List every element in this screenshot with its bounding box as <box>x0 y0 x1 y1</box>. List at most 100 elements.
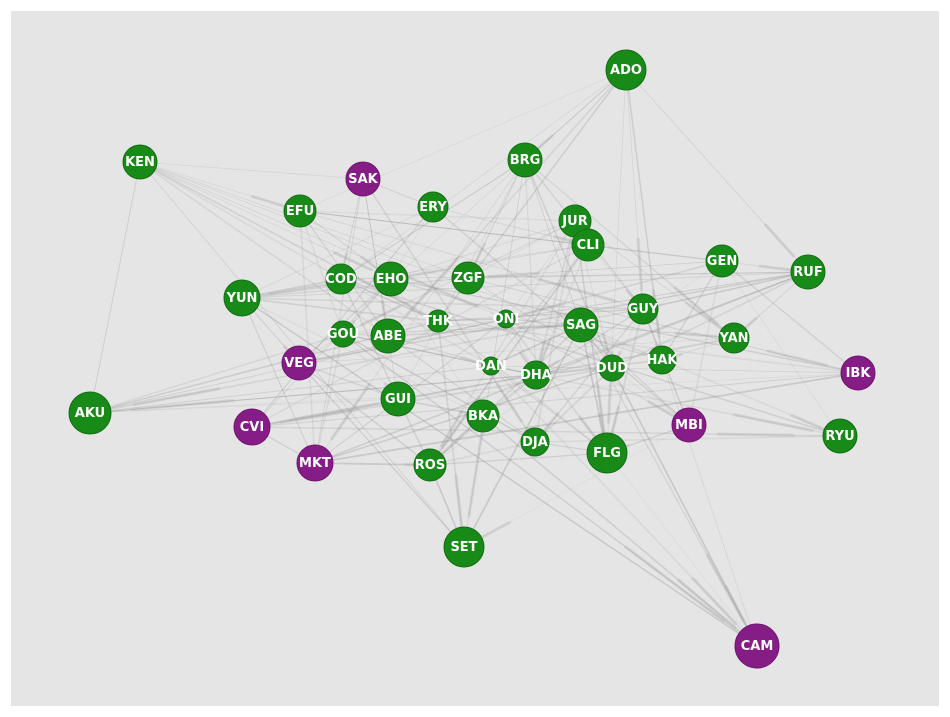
edge-CLI-RUF <box>587 244 809 273</box>
edge-trail-JUR-ROS <box>440 410 464 447</box>
edge-MBI-SET <box>463 424 690 548</box>
edge-BRG-ZGF <box>467 159 526 279</box>
edge-CLI-EHO <box>390 244 589 280</box>
node-label-abe: ABE <box>374 329 403 344</box>
node-circle-oni <box>496 309 516 329</box>
edge-ERY-MBI <box>432 206 690 426</box>
edge-SAK-ABE <box>362 178 389 337</box>
edge-trail-THK-SET <box>454 474 464 531</box>
edge-GOU-DAN <box>342 333 492 367</box>
node-circle-veg <box>281 345 317 381</box>
node-mkt: MKT <box>296 444 334 482</box>
node-label-brg: BRG <box>510 153 541 168</box>
edge-MKT-ROS <box>314 462 431 466</box>
node-label-ado: ADO <box>610 63 642 78</box>
edge-IBK-CVI <box>251 372 859 428</box>
node-sag: SAG <box>563 307 599 343</box>
edge-RUF-DHA <box>535 271 809 376</box>
edge-KEN-EHO <box>139 161 392 280</box>
node-circle-gui <box>380 381 416 417</box>
edge-trail-BKA-CAM <box>677 578 737 630</box>
edge-EFU-GUY <box>299 210 644 310</box>
node-label-cvi: CVI <box>240 420 264 435</box>
edge-trail-ABE-DAN <box>459 355 485 366</box>
edge-BRG-YAN <box>524 159 735 339</box>
node-ery: ERY <box>417 191 449 223</box>
node-label-thk: THK <box>423 314 454 329</box>
node-label-yan: YAN <box>718 331 748 346</box>
node-circle-gou <box>329 320 357 348</box>
edge-YUN-EHO <box>241 278 392 299</box>
edge-IBK-MKT <box>314 372 859 464</box>
node-circle-thk <box>426 309 450 333</box>
node-label-gui: GUI <box>385 392 411 407</box>
edge-GOU-MKT <box>314 333 344 464</box>
node-gou: GOU <box>327 320 359 348</box>
node-circle-hak <box>647 345 677 375</box>
edge-EHO-BKA <box>390 278 484 417</box>
node-flg: FLG <box>586 432 628 474</box>
edge-KEN-EFU <box>139 161 301 212</box>
node-circle-dja <box>520 427 550 457</box>
node-circle-sak <box>345 161 381 197</box>
edge-GEN-HAK <box>661 260 723 361</box>
edge-ABE-DJA <box>387 335 536 443</box>
edge-trail-CVI-RYU <box>716 432 795 437</box>
edge-trail-DAN-CAM <box>691 576 738 626</box>
edge-ERY-CVI <box>251 206 434 428</box>
node-aku: AKU <box>68 391 112 435</box>
edge-ONI-FLG <box>505 318 608 454</box>
edge-EFU-GOU <box>299 210 344 335</box>
edge-trail-ADO-ABE <box>405 256 459 317</box>
edge-COD-THK <box>340 278 439 322</box>
node-dan: DAN <box>475 356 507 376</box>
node-circle-cam <box>734 623 780 669</box>
edge-RUF-GUY <box>642 271 809 310</box>
node-label-sak: SAK <box>348 172 378 187</box>
node-bka: BKA <box>466 399 500 433</box>
edge-ADO-GUY <box>625 69 644 310</box>
edge-ADO-BRG <box>524 69 627 161</box>
node-circle-ibk <box>840 355 876 391</box>
node-label-eho: EHO <box>376 272 407 287</box>
edge-HAK-RYU <box>661 359 841 437</box>
edge-THK-FLG <box>437 320 608 454</box>
edge-trail-DUD-AKU <box>130 399 235 411</box>
edge-trail-JUR-YAN <box>684 301 723 331</box>
edge-trail-EFU-GUY <box>538 277 618 303</box>
edge-RUF-MKT <box>314 271 809 464</box>
node-circle-sag <box>563 307 599 343</box>
edge-trail-YAN-CVI <box>289 402 380 422</box>
edge-ONI-DUD <box>505 318 613 369</box>
edge-DUD-CVI <box>251 367 613 428</box>
edge-trail-SAG-CAM <box>705 553 745 622</box>
edge-ERY-CLI <box>432 206 589 246</box>
node-label-jur: JUR <box>561 214 587 229</box>
edge-GEN-IBK <box>721 260 859 374</box>
edge-RUF-ONI <box>505 271 809 320</box>
node-circle-dan <box>481 356 501 376</box>
node-label-dud: DUD <box>596 361 628 376</box>
node-veg: VEG <box>281 345 317 381</box>
edge-BRG-SAG <box>524 159 582 326</box>
node-circle-zgf <box>451 261 485 295</box>
graph-canvas <box>11 11 939 706</box>
node-ros: ROS <box>413 448 447 482</box>
node-circle-flg <box>586 432 628 474</box>
edge-DAN-IBK <box>490 365 859 374</box>
edge-ONI-YAN <box>505 318 735 339</box>
node-gen: GEN <box>705 244 739 278</box>
node-thk: THK <box>423 309 454 333</box>
edge-trail-CLI-DHA <box>538 338 552 367</box>
node-label-ruf: RUF <box>793 265 822 280</box>
node-label-cod: COD <box>325 272 357 287</box>
edge-DAN-CAM <box>490 365 758 647</box>
node-brg: BRG <box>507 142 543 178</box>
edge-BRG-DHA <box>524 159 537 376</box>
node-label-gen: GEN <box>707 254 737 269</box>
node-circle-brg <box>507 142 543 178</box>
edge-DUD-MKT <box>314 367 613 464</box>
node-cvi: CVI <box>233 408 271 446</box>
node-label-ros: ROS <box>415 458 445 473</box>
